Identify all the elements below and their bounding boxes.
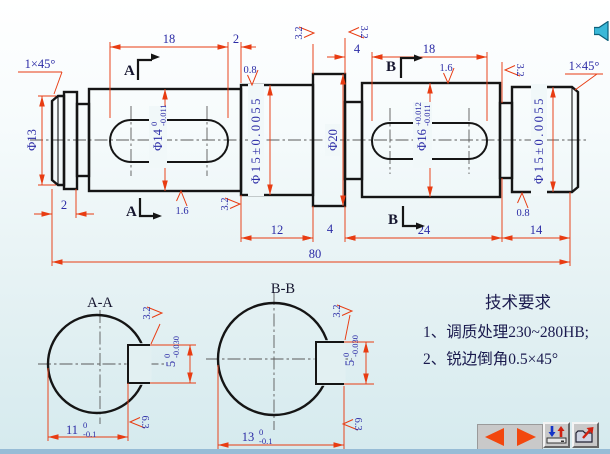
dia-16-tol-upper: +0.012 bbox=[413, 102, 423, 126]
bb-depth-tol-upper: 0 bbox=[341, 353, 351, 357]
dimension-texts: 18 2 4 18 1×45° 1×45° 2 12 4 24 14 80 bbox=[25, 32, 600, 261]
dia-14: Φ14 bbox=[151, 128, 165, 150]
aa-depth-tol-lower: -0.030 bbox=[171, 336, 181, 358]
bb-width-tol-lower: -0.1 bbox=[259, 436, 272, 446]
svg-text:3.2: 3.2 bbox=[332, 304, 343, 317]
tech-requirement-item-1: 1、调质处理230~280HB; bbox=[423, 323, 589, 341]
section-view-aa: A-A 5 0 -0.030 11 0 -0.1 3.2 6.3 bbox=[46, 295, 196, 441]
next-arrow-button[interactable] bbox=[516, 428, 536, 446]
roughness-1.6-top: 1.6 bbox=[439, 63, 455, 85]
svg-text:1.6: 1.6 bbox=[175, 206, 188, 217]
svg-text:0.8: 0.8 bbox=[243, 65, 256, 76]
roughness-0.8-bottom: 0.8 bbox=[516, 191, 530, 219]
dia-15-left: Φ15±0.0055 bbox=[249, 96, 263, 184]
dia-16: Φ16 bbox=[415, 129, 429, 151]
roughness-0.8-top: 0.8 bbox=[243, 65, 259, 87]
dia-14-tol-upper: 0 bbox=[149, 122, 159, 126]
dim-80: 80 bbox=[309, 247, 322, 261]
dim-14: 14 bbox=[530, 223, 543, 237]
aa-width-tol-upper: 0 bbox=[83, 420, 87, 430]
exit-button[interactable] bbox=[572, 422, 599, 448]
aa-width-tol-lower: -0.1 bbox=[83, 429, 96, 439]
dim-12: 12 bbox=[271, 223, 284, 237]
dim-2-bottom: 2 bbox=[61, 198, 67, 212]
dim-4-top: 4 bbox=[354, 42, 361, 56]
bb-depth-tol-lower: -0.030 bbox=[350, 335, 360, 357]
roughness-3.2-collar-right: 3.2 bbox=[347, 25, 369, 39]
roughness-3.2-mid-bottom: 3.2 bbox=[220, 197, 242, 211]
speaker-icon[interactable] bbox=[593, 20, 610, 42]
tech-requirements: 技术要求 1、调质处理230~280HB; 2、锐边倒角0.5×45° bbox=[423, 293, 589, 368]
dia-20: Φ20 bbox=[326, 129, 340, 151]
roughness-6.3-aa: 6.3 bbox=[128, 415, 150, 429]
bb-depth: 5 bbox=[343, 360, 357, 366]
roughness-3.2-collar-left: 3.2 bbox=[294, 26, 316, 40]
tech-requirement-item-2: 2、锐边倒角0.5×45° bbox=[423, 350, 558, 368]
section-letter-b-top: B bbox=[386, 59, 396, 75]
svg-text:1.6: 1.6 bbox=[439, 63, 452, 74]
chamfer-note-right: 1×45° bbox=[569, 59, 600, 73]
dim-18-left: 18 bbox=[163, 32, 176, 46]
section-aa-title: A-A bbox=[87, 295, 113, 311]
dim-2-top: 2 bbox=[233, 32, 239, 46]
section-view-bb: B-B 5 0 -0.030 13 0 -0.1 3.2 6.3 bbox=[216, 281, 374, 449]
dim-4-bottom: 4 bbox=[327, 222, 334, 236]
svg-text:3.2: 3.2 bbox=[142, 306, 153, 319]
svg-text:6.3: 6.3 bbox=[139, 415, 150, 428]
roughness-3.2-right: 3.2 bbox=[503, 63, 525, 77]
diameter-callouts: Φ13 Φ14 0 -0.011 Φ15±0.0055 Φ20 Φ16 +0.0… bbox=[25, 84, 547, 196]
roughness-6.3-bb: 6.3 bbox=[341, 417, 363, 431]
section-letter-a-bottom: A bbox=[126, 204, 137, 220]
section-letter-b-bottom: B bbox=[388, 212, 398, 228]
aa-width: 11 bbox=[66, 423, 78, 437]
nav-toolbar bbox=[477, 424, 543, 450]
section-letter-a-top: A bbox=[124, 63, 135, 79]
import-export-icon bbox=[546, 426, 567, 444]
svg-text:3.2: 3.2 bbox=[514, 63, 525, 76]
dia-15-right: Φ15±0.0055 bbox=[532, 96, 546, 184]
bb-width: 13 bbox=[242, 430, 255, 444]
exit-folder-icon bbox=[575, 427, 594, 443]
section-marks: A A B B bbox=[124, 53, 425, 230]
roughness-1.6-bottom: 1.6 bbox=[175, 189, 189, 217]
dia-14-tol-lower: -0.011 bbox=[158, 104, 168, 126]
dia-16-tol-lower: -0.011 bbox=[422, 104, 432, 126]
svg-text:3.2: 3.2 bbox=[294, 26, 305, 39]
roughness-symbols: 0.8 3.2 3.2 1.6 3.2 0.8 1.6 3.2 bbox=[175, 25, 529, 219]
svg-text:6.3: 6.3 bbox=[352, 417, 363, 430]
aa-depth: 5 bbox=[164, 361, 178, 367]
chamfer-note-left: 1×45° bbox=[25, 57, 56, 71]
section-bb-title: B-B bbox=[271, 281, 295, 297]
svg-text:0.8: 0.8 bbox=[516, 208, 529, 219]
roughness-3.2-bb: 3.2 bbox=[332, 304, 354, 318]
dim-18-right: 18 bbox=[423, 42, 436, 56]
roughness-3.2-aa: 3.2 bbox=[142, 306, 164, 320]
prev-arrow-button[interactable] bbox=[484, 428, 504, 446]
bottom-border-strip bbox=[0, 449, 610, 454]
dia-13: Φ13 bbox=[25, 129, 39, 151]
svg-text:3.2: 3.2 bbox=[358, 25, 369, 38]
tech-requirements-title: 技术要求 bbox=[485, 293, 551, 312]
center-lines bbox=[30, 106, 586, 430]
import-export-button[interactable] bbox=[543, 422, 570, 448]
aa-depth-tol-upper: 0 bbox=[162, 354, 172, 358]
bb-width-tol-upper: 0 bbox=[259, 427, 263, 437]
svg-text:3.2: 3.2 bbox=[220, 197, 231, 210]
